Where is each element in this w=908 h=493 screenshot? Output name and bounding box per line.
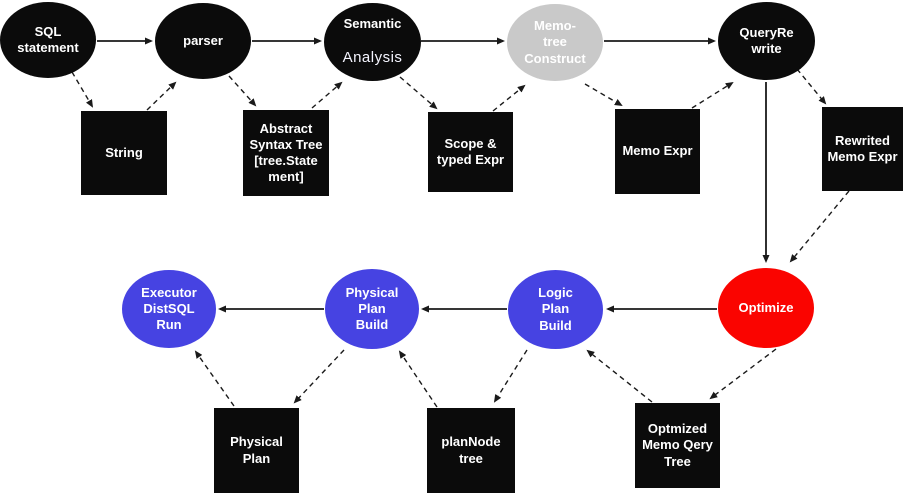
node-memo-expr: Memo Expr	[615, 109, 700, 194]
node-parser: parser	[155, 3, 251, 79]
edge-logic-plan-build-to-plannode-tree	[493, 349, 528, 403]
node-memo-tree-construct: Memo- tree Construct	[507, 4, 603, 81]
node-semantic-analysis: Semantic Analysis	[324, 3, 421, 81]
edge-memo-tree-construct-to-memo-expr	[584, 83, 623, 107]
node-abstract-syntax-tree: Abstract Syntax Tree [tree.State ment]	[243, 110, 329, 196]
node-query-rewrite: QueryRe write	[718, 2, 815, 80]
edge-plannode-tree-to-physical-plan-build	[398, 350, 438, 408]
edge-semantic-analysis-to-scope-typed-expr	[399, 76, 438, 110]
semantic-analysis-label-line1: Semantic	[343, 16, 402, 32]
edge-query-rewrite-to-rewrited-memo-expr	[796, 68, 827, 105]
node-sql-statement: SQL statement	[0, 2, 96, 78]
edge-optimize-to-optmized-memo-qery-tree	[709, 348, 777, 400]
node-physical-plan-build: Physical Plan Build	[325, 269, 419, 349]
semantic-analysis-label-line2: Analysis	[342, 48, 403, 66]
edge-sql-statement-to-string	[71, 71, 94, 108]
edge-rewrited-memo-expr-to-optimize	[789, 190, 850, 263]
edge-abstract-syntax-tree-to-semantic-analysis	[311, 81, 343, 109]
node-rewrited-memo-expr: Rewrited Memo Expr	[822, 107, 903, 191]
node-string: String	[81, 111, 167, 195]
edge-optmized-memo-qery-tree-to-logic-plan-build	[586, 349, 653, 403]
edge-scope-typed-expr-to-memo-tree-construct	[492, 84, 526, 112]
node-executor-distsql-run: Executor DistSQL Run	[122, 270, 216, 348]
edge-parser-to-abstract-syntax-tree	[228, 75, 257, 107]
node-optmized-memo-qery-tree: Optmized Memo Qery Tree	[635, 403, 720, 488]
edge-memo-expr-to-query-rewrite	[691, 81, 734, 109]
node-scope-typed-expr: Scope & typed Expr	[428, 112, 513, 192]
node-plannode-tree: planNode tree	[427, 408, 515, 493]
node-optimize: Optimize	[718, 268, 814, 348]
edge-physical-plan-to-executor-distsql-run	[194, 350, 235, 407]
edge-physical-plan-build-to-physical-plan	[293, 349, 345, 404]
edge-string-to-parser	[146, 81, 177, 111]
node-physical-plan: Physical Plan	[214, 408, 299, 493]
node-logic-plan-build: Logic Plan Build	[508, 270, 603, 349]
